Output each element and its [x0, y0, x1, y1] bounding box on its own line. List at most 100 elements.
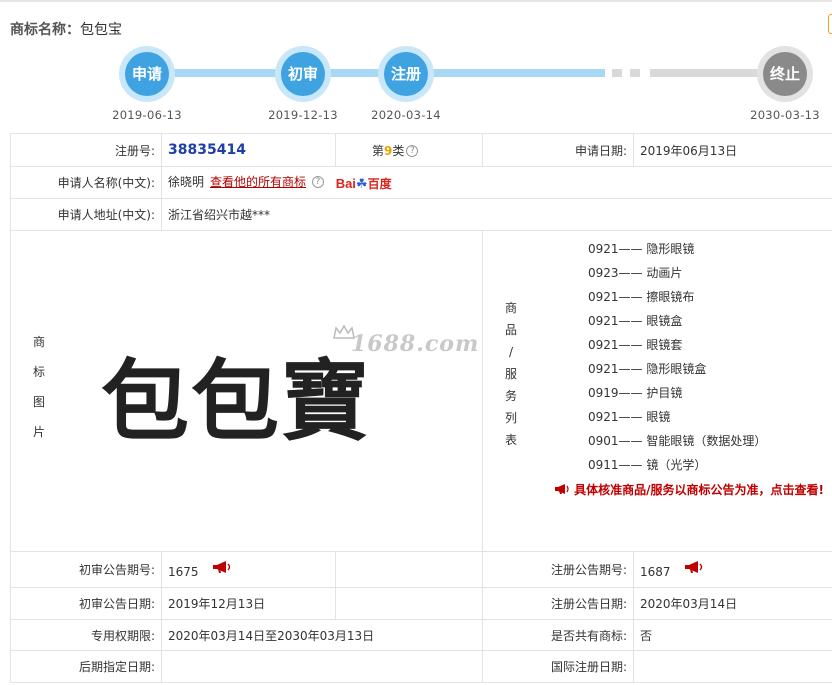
reg-pub-date-label: 注册公告日期: [482, 587, 634, 620]
list-item: 0901—— 智能眼镜（数据处理） [588, 429, 832, 453]
list-item: 0921—— 眼镜 [588, 405, 832, 429]
timeline-date: 2019-06-13 [112, 108, 182, 122]
reg-pub-no-value: 1687 [640, 565, 671, 579]
megaphone-icon[interactable] [212, 560, 232, 574]
label-char: 片 [33, 425, 46, 439]
prelim-date-label: 初审公告日期: [10, 587, 162, 620]
class-cell: 第9类? [335, 133, 483, 167]
timeline-node-apply: 申请 [119, 46, 175, 102]
help-icon[interactable]: ? [406, 144, 419, 157]
prelim-no-cell: 1675 [161, 551, 336, 588]
reg-no-value: 38835414 [168, 142, 246, 158]
paw-icon: ☘ [355, 177, 368, 192]
class-suffix: 类 [392, 143, 405, 158]
timeline-node-label: 初审 [281, 52, 325, 96]
timeline-date: 2030-03-13 [750, 108, 820, 122]
service-code: 0921 [588, 338, 619, 352]
class-prefix: 第 [372, 143, 385, 158]
service-separator: —— [618, 458, 643, 472]
prelim-no-label: 初审公告期号: [10, 551, 162, 588]
applicant-value: 徐晓明 [168, 175, 205, 189]
help-icon[interactable]: ? [311, 176, 324, 188]
watermark: 1688.com [351, 331, 480, 357]
list-item: 0921—— 隐形眼镜盒 [588, 357, 832, 381]
service-separator: —— [618, 266, 643, 280]
table-row: 初审公告日期: 2019年12月13日 注册公告日期: 2020年03月14日 [10, 587, 832, 620]
class-number: 9 [384, 143, 393, 158]
label-char: 表 [505, 433, 518, 447]
label-char: 务 [505, 389, 518, 403]
service-separator: —— [618, 338, 643, 352]
shared-value: 否 [633, 619, 832, 651]
service-code: 0921 [588, 362, 619, 376]
list-item: 0919—— 护目镜 [588, 381, 832, 405]
service-separator: —— [618, 290, 643, 304]
shared-label: 是否共有商标: [482, 619, 634, 651]
services-notice-text: 具体核准商品/服务以商标公告为准，点击查看! [574, 483, 824, 497]
reg-pub-no-label: 注册公告期号: [482, 551, 634, 588]
timeline-future-bar [650, 69, 790, 77]
reg-pub-no-cell: 1687 [633, 551, 832, 588]
intl-date-value [633, 650, 832, 683]
service-code: 0911 [588, 458, 619, 472]
timeline-date: 2020-03-14 [371, 108, 441, 122]
table-row: 商 标 图 片 包包寶 1688.com 商 品 / 服 务 列 表 0921—… [10, 230, 832, 552]
status-timeline: 申请 初审 注册 终止 2019-06-13 2019-12-13 2020-0… [0, 44, 832, 124]
reg-no-cell: 38835414 [161, 133, 336, 167]
address-value: 浙江省绍兴市越*** [161, 198, 832, 231]
timeline-date: 2019-12-13 [268, 108, 338, 122]
prelim-no-value: 1675 [168, 565, 199, 579]
label-char: 商 [33, 335, 46, 349]
label-char: / [508, 345, 514, 359]
service-code: 0919 [588, 386, 619, 400]
list-item: 0911—— 镜（光学） [588, 453, 832, 477]
service-name: 擦眼镜布 [646, 290, 695, 304]
baidu-search-icon[interactable]: Bai☘百度 [336, 175, 392, 192]
intl-date-label: 国际注册日期: [482, 650, 634, 683]
crown-icon [333, 325, 355, 339]
service-code: 0921 [588, 314, 619, 328]
table-row: 专用权期限: 2020年03月14日至2030年03月13日 是否共有商标: 否 [10, 619, 832, 651]
services-list: 0921—— 隐形眼镜 0923—— 动画片 0921—— 擦眼镜布 0921—… [483, 231, 832, 477]
megaphone-icon[interactable] [684, 560, 704, 574]
service-code: 0901 [588, 434, 619, 448]
table-row: 初审公告期号: 1675 注册公告期号: 1687 [10, 551, 832, 588]
service-name: 护目镜 [646, 386, 683, 400]
address-label: 申请人地址(中文): [10, 198, 162, 231]
exclusive-value: 2020年03月14日至2030年03月13日 [161, 619, 483, 651]
list-item: 0921—— 隐形眼镜 [588, 237, 832, 261]
service-name: 隐形眼镜盒 [646, 362, 707, 376]
service-separator: —— [618, 386, 643, 400]
services-notice-link[interactable]: 具体核准商品/服务以商标公告为准，点击查看! [483, 481, 832, 498]
top-divider [0, 0, 832, 2]
list-item: 0921—— 擦眼镜布 [588, 285, 832, 309]
list-item: 0921—— 眼镜套 [588, 333, 832, 357]
service-name: 动画片 [646, 266, 683, 280]
trademark-image-label: 商 标 图 片 [33, 327, 45, 447]
later-date-value [161, 650, 483, 683]
service-code: 0921 [588, 290, 619, 304]
services-label: 商 品 / 服 务 列 表 [505, 297, 517, 451]
label-char: 商 [505, 301, 518, 315]
later-date-label: 后期指定日期: [10, 650, 162, 683]
corner-tab[interactable] [828, 14, 832, 34]
label-char: 图 [33, 395, 46, 409]
timeline-node-register: 注册 [378, 46, 434, 102]
trademark-image-cell: 商 标 图 片 包包寶 1688.com [10, 230, 483, 552]
service-code: 0921 [588, 410, 619, 424]
timeline-node-label: 终止 [763, 52, 807, 96]
list-item: 0923—— 动画片 [588, 261, 832, 285]
applicant-label: 申请人名称(中文): [10, 166, 162, 199]
label-char: 品 [505, 323, 518, 337]
service-name: 隐形眼镜 [646, 242, 695, 256]
view-all-marks-link[interactable]: 查看他的所有商标 [210, 175, 307, 189]
empty-cell [335, 551, 483, 588]
baidu-logo-cn: 百度 [367, 177, 392, 191]
trademark-title-label: 商标名称： [10, 22, 80, 38]
service-separator: —— [618, 242, 643, 256]
timeline-node-label: 注册 [384, 52, 428, 96]
service-name: 眼镜 [646, 410, 671, 424]
service-separator: —— [618, 410, 643, 424]
service-code: 0923 [588, 266, 619, 280]
reg-pub-date-value: 2020年03月14日 [633, 587, 832, 620]
